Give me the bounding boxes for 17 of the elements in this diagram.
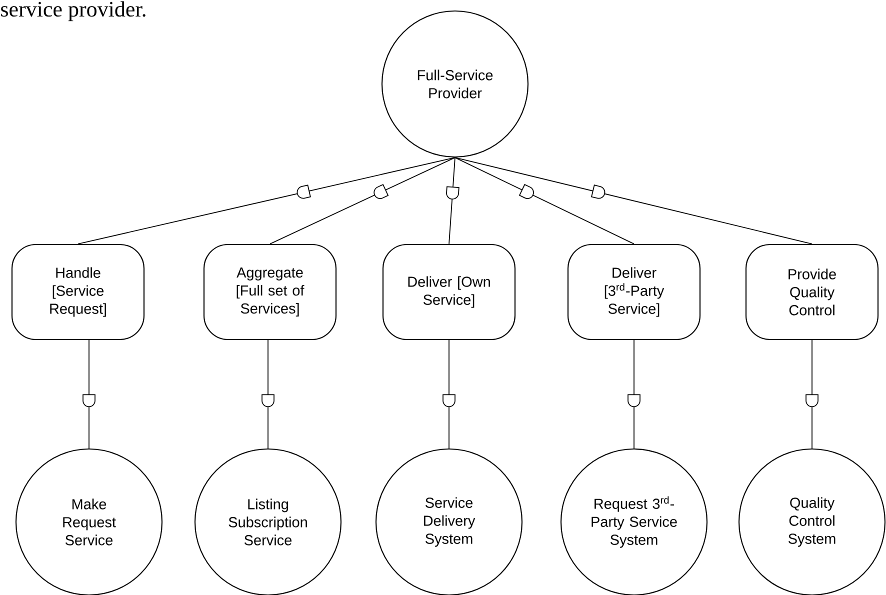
rounded-box: Provide Quality Control xyxy=(745,244,879,340)
caption-text: service provider. xyxy=(1,1,146,22)
rounded-box: Handle [Service Request] xyxy=(11,244,145,340)
connector xyxy=(454,157,634,244)
connector xyxy=(78,157,456,244)
connector xyxy=(262,340,274,449)
connector xyxy=(446,157,460,244)
connector xyxy=(82,340,96,449)
connector xyxy=(628,340,640,449)
connector xyxy=(442,340,456,449)
connector xyxy=(454,157,812,244)
rounded-box: Deliver [3$^{rd}$-Party Service] xyxy=(567,244,701,340)
connector xyxy=(270,157,456,244)
rounded-box: Deliver [Own Service] xyxy=(382,244,516,340)
rounded-box: Aggregate [Full set of Services] xyxy=(203,244,337,340)
connector xyxy=(806,340,818,449)
circle-node: Full-Service Provider xyxy=(381,10,529,158)
